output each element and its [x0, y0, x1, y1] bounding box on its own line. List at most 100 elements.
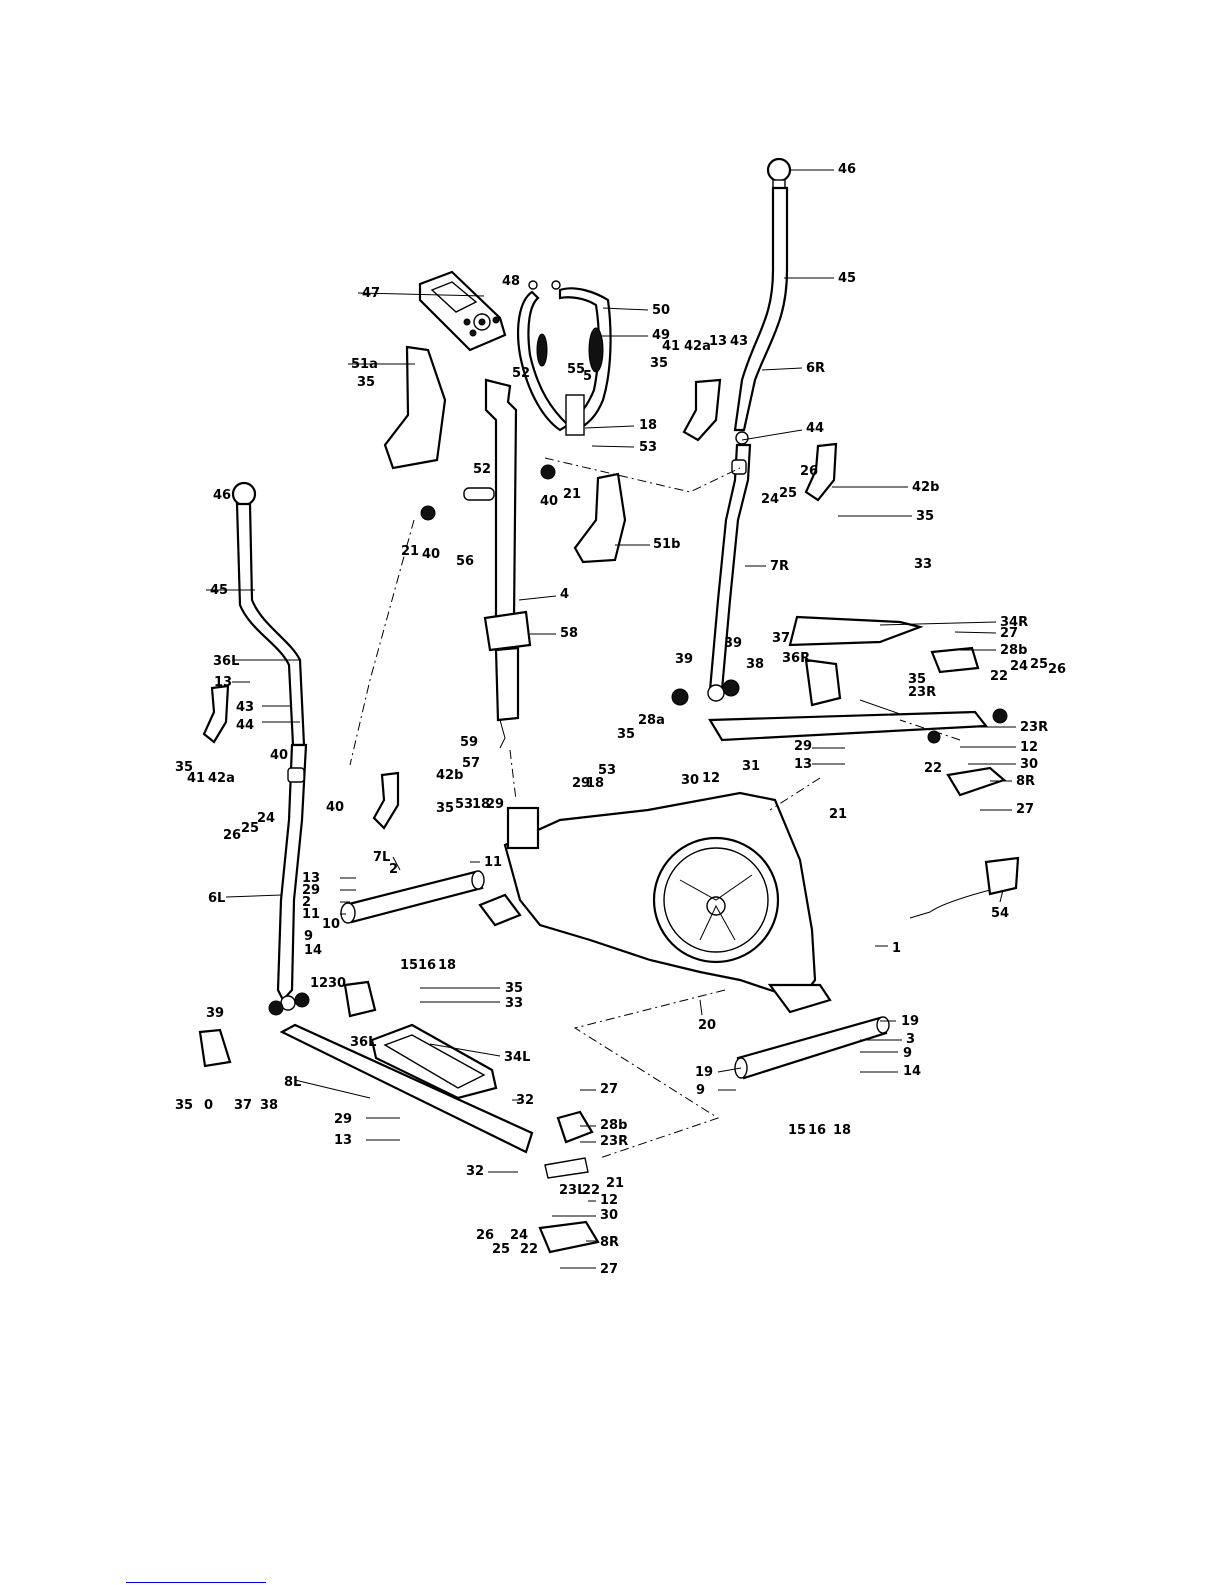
callout-17: 16 — [418, 958, 436, 973]
callout-1: 1 — [892, 941, 901, 956]
assembly-lines — [349, 457, 961, 1159]
callout-31: 30 — [1020, 757, 1038, 772]
callout-14: 9 — [304, 929, 313, 944]
callout-31-d: 30 — [600, 1208, 618, 1223]
callout-28a: 8R — [1016, 774, 1035, 789]
fixed-handlebar — [517, 280, 612, 436]
part-drawings — [198, 157, 1020, 1254]
power-adapter — [909, 856, 1020, 919]
callout-39: 39 — [675, 652, 693, 667]
callout-49: 49 — [652, 328, 670, 343]
callout-14-b: 9 — [903, 1046, 912, 1061]
callout-11-b: 2 — [302, 895, 311, 910]
callout-35-f: 35 — [175, 760, 193, 775]
callout-30-c: 12 — [310, 976, 328, 991]
callout-25-d: 25 — [492, 1242, 510, 1257]
callout-17-b: 16 — [808, 1123, 826, 1138]
callout-28b-b: 28b — [600, 1118, 627, 1133]
callout-23R: 23R — [1020, 720, 1048, 735]
callout-15: 14 — [304, 943, 322, 958]
callout-52-b: 52 — [473, 462, 491, 477]
callout-13-b: 13 — [794, 757, 812, 772]
callout-11: 2 — [389, 862, 398, 877]
callout-39-c: 39 — [206, 1006, 224, 1021]
leader-line — [859, 699, 901, 715]
callout-46-b: 46 — [213, 488, 231, 503]
leader-line — [879, 621, 997, 626]
left-pedal-arm — [198, 980, 600, 1254]
callout-51b: 51b — [653, 537, 680, 552]
callout-12-c: 29 — [486, 797, 504, 812]
callout-18-c: 18 — [472, 797, 490, 812]
upright-post — [420, 378, 556, 749]
callout-35-c: 35 — [916, 509, 934, 524]
callout-35-g: 35 — [436, 801, 454, 816]
leader-line — [225, 894, 282, 898]
callout-19-b: 19 — [695, 1065, 713, 1080]
callout-10: 11 — [484, 855, 502, 870]
callout-45-b: 45 — [210, 583, 228, 598]
callout-55: 55 — [567, 362, 585, 377]
callout-30: 12 — [1020, 740, 1038, 755]
console-unit — [418, 270, 507, 352]
callout-18-d: 18 — [438, 958, 456, 973]
leader-line — [392, 856, 401, 871]
leader-line — [999, 889, 1004, 903]
callout-50: 50 — [652, 303, 670, 318]
main-frame — [503, 791, 817, 1002]
callout-29: 23R — [908, 685, 936, 700]
callout-12-d: 29 — [302, 883, 320, 898]
callout-30-b: 12 — [702, 771, 720, 786]
callout-47: 47 — [362, 286, 380, 301]
right-pedal-arm — [708, 615, 1008, 797]
rear-stabilizer — [734, 983, 890, 1080]
leader-line — [699, 999, 703, 1016]
callout-44: 44 — [806, 421, 824, 436]
leader-line — [357, 292, 485, 297]
callout-7L: 6L — [208, 891, 225, 906]
callout-21: 21 — [563, 487, 581, 502]
leader-lines — [206, 169, 1016, 1269]
callout-19: 19 — [901, 1014, 919, 1029]
callout-59: 59 — [460, 735, 478, 750]
callout-33-b: 33 — [505, 996, 523, 1011]
callout-37: 37 — [772, 631, 790, 646]
callout-4: 4 — [560, 587, 569, 602]
callout-42a: 42a — [684, 339, 711, 354]
callout-27-d: 27 — [600, 1262, 618, 1277]
callout-35-i: 35 — [175, 1098, 193, 1113]
callout-24-b: 24 — [1010, 659, 1028, 674]
callout-56: 56 — [456, 554, 474, 569]
callout-26-b: 26 — [1048, 662, 1066, 677]
callout-21-d: 21 — [606, 1176, 624, 1191]
leader-line — [954, 631, 997, 634]
callout-53-c: 53 — [455, 797, 473, 812]
callout-31-b: 30 — [681, 773, 699, 788]
post-cover-shrouds — [383, 345, 627, 564]
callout-31-c: 30 — [328, 976, 346, 991]
callout-40-b: 40 — [422, 547, 440, 562]
callout-39-b: 39 — [724, 636, 742, 651]
callout-18-b: 18 — [586, 776, 604, 791]
callout-48: 48 — [502, 274, 520, 289]
callout-32-b: 32 — [466, 1164, 484, 1179]
callout-42b: 42b — [912, 480, 939, 495]
callout-16-b: 15 — [788, 1123, 806, 1138]
callout-32: 32 — [516, 1093, 534, 1108]
callout-14-c: 9 — [696, 1083, 705, 1098]
callout-27-c: 27 — [600, 1082, 618, 1097]
callout-44-b: 44 — [236, 718, 254, 733]
callout-22-d: 22 — [520, 1242, 538, 1257]
callout-22-c: 22 — [582, 1183, 600, 1198]
callout-46: 46 — [838, 162, 856, 177]
pivot-covers — [202, 378, 838, 830]
callout-42a-b: 42a — [208, 771, 235, 786]
callout-34R: 34R — [1000, 615, 1028, 630]
callout-53-b: 53 — [598, 763, 616, 778]
callout-6R: 6R — [806, 361, 825, 376]
callout-40-d: 40 — [326, 800, 344, 815]
callout-35: 35 — [650, 356, 668, 371]
callout-42b-b: 42b — [436, 768, 463, 783]
callout-13-d: 13 — [302, 871, 320, 886]
